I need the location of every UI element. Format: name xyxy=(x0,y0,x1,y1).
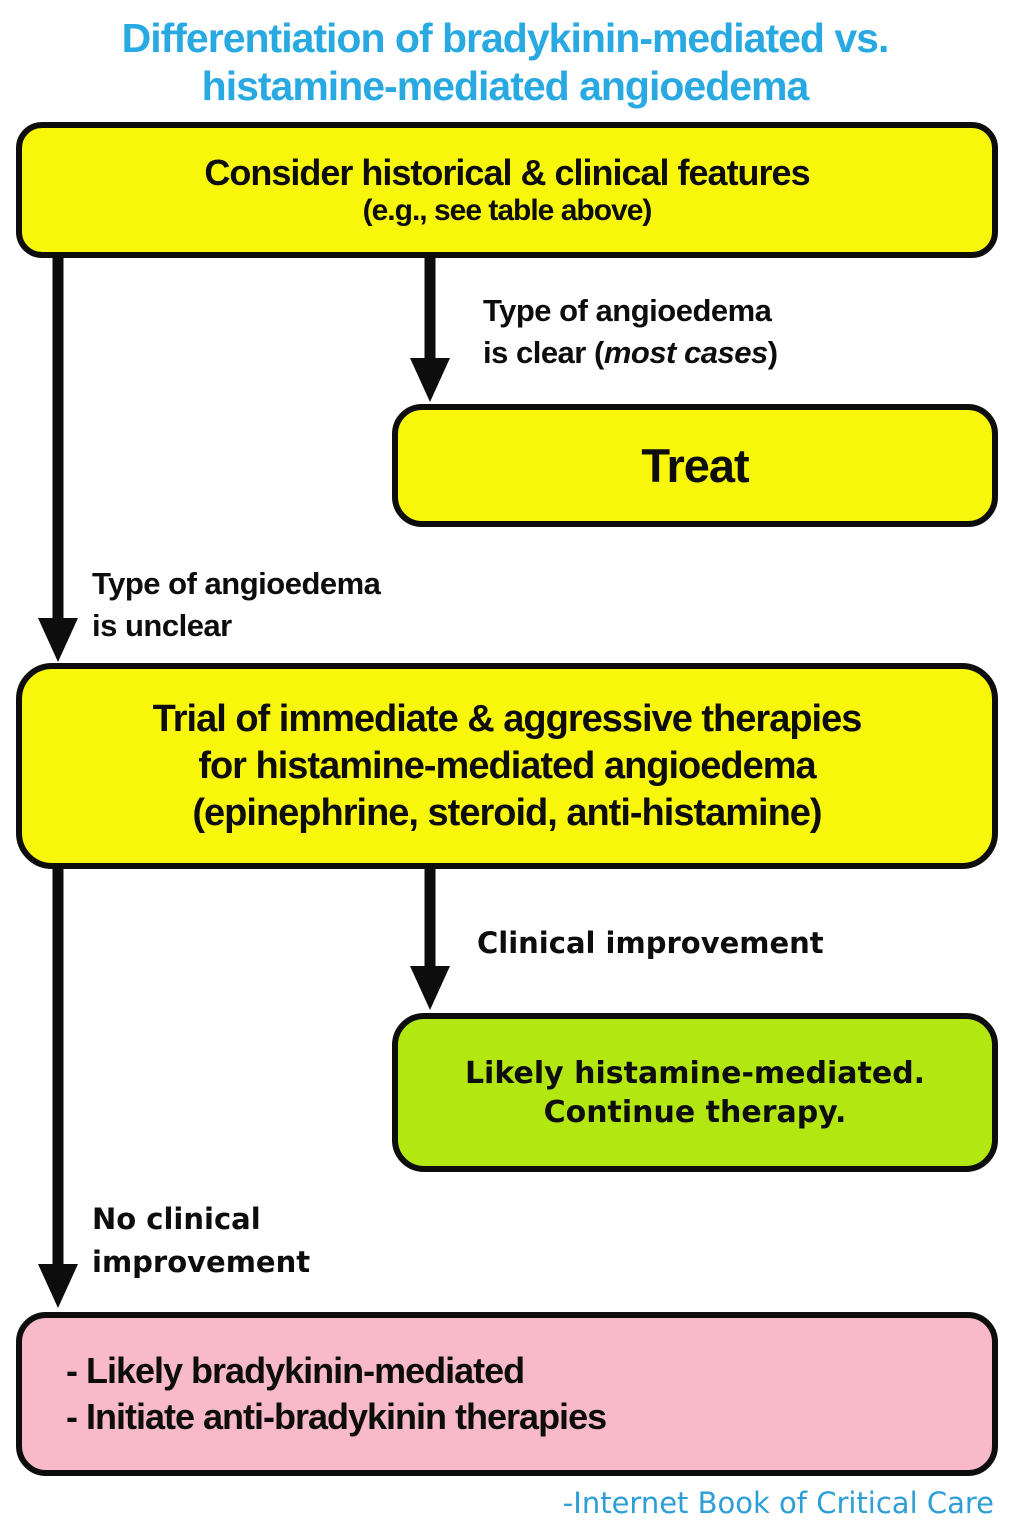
down-arrow-consider-to-trial xyxy=(38,258,78,662)
node-histamine-line1: Likely histamine-mediated. xyxy=(464,1055,926,1091)
edge-label-type-unclear-line1: Type of angioedema xyxy=(92,566,381,601)
node-consider-features: Consider historical & clinical features … xyxy=(16,122,998,258)
arrow-shaft xyxy=(52,869,64,1270)
arrow-head-icon xyxy=(410,966,450,1010)
arrow-shaft xyxy=(424,869,436,972)
node-trial-line1: Trial of immediate & aggressive therapie… xyxy=(152,697,863,740)
down-arrow-trial-to-histamine xyxy=(410,869,450,1010)
page-title-line1: Differentiation of bradykinin-mediated v… xyxy=(121,15,890,61)
edge-label-no-clinical-improvement: No clinical improvement xyxy=(92,1198,310,1284)
edge-label-type-unclear-line2: is unclear xyxy=(92,608,232,643)
edge-label-no-improvement-line1: No clinical xyxy=(92,1202,261,1236)
down-arrow-trial-to-bradykinin xyxy=(38,869,78,1308)
node-trial-line3: (epinephrine, steroid, anti-histamine) xyxy=(192,791,822,834)
edge-label-type-clear-line1: Type of angioedema xyxy=(483,293,772,328)
node-treat: Treat xyxy=(392,404,998,527)
node-histamine-mediated: Likely histamine-mediated. Continue ther… xyxy=(392,1013,998,1172)
edge-label-type-clear: Type of angioedema is clear (most cases) xyxy=(483,290,778,374)
page-title: Differentiation of bradykinin-mediated v… xyxy=(0,14,1010,110)
arrow-head-icon xyxy=(410,358,450,402)
node-bradykinin-line1: - Likely bradykinin-mediated xyxy=(66,1350,525,1391)
arrow-shaft xyxy=(424,258,436,364)
footer-credit: -Internet Book of Critical Care xyxy=(562,1486,994,1520)
edge-label-type-clear-suffix: ) xyxy=(767,335,778,370)
node-consider-heading: Consider historical & clinical features xyxy=(204,152,810,193)
node-treat-label: Treat xyxy=(641,439,749,492)
edge-label-clinical-improvement: Clinical improvement xyxy=(477,926,824,960)
node-trial-therapies: Trial of immediate & aggressive therapie… xyxy=(16,663,998,869)
edge-label-type-clear-line2: is clear (most cases) xyxy=(483,332,778,374)
page-title-line2: histamine-mediated angioedema xyxy=(201,63,810,109)
node-consider-subheading: (e.g., see table above) xyxy=(362,194,653,227)
node-trial-line2: for histamine-mediated angioedema xyxy=(198,744,816,787)
down-arrow-consider-to-treat xyxy=(410,258,450,402)
edge-label-type-clear-prefix: is clear ( xyxy=(483,335,604,370)
arrow-head-icon xyxy=(38,618,78,662)
arrow-head-icon xyxy=(38,1264,78,1308)
node-bradykinin-line2: - Initiate anti-bradykinin therapies xyxy=(66,1396,607,1437)
edge-label-no-improvement-line2: improvement xyxy=(92,1245,311,1279)
arrow-shaft xyxy=(52,258,64,624)
node-bradykinin-mediated: - Likely bradykinin-mediated - Initiate … xyxy=(16,1312,998,1476)
edge-label-type-unclear: Type of angioedema is unclear xyxy=(92,563,381,647)
node-histamine-line2: Continue therapy. xyxy=(543,1094,847,1130)
edge-label-type-clear-italic: most cases xyxy=(603,335,768,370)
